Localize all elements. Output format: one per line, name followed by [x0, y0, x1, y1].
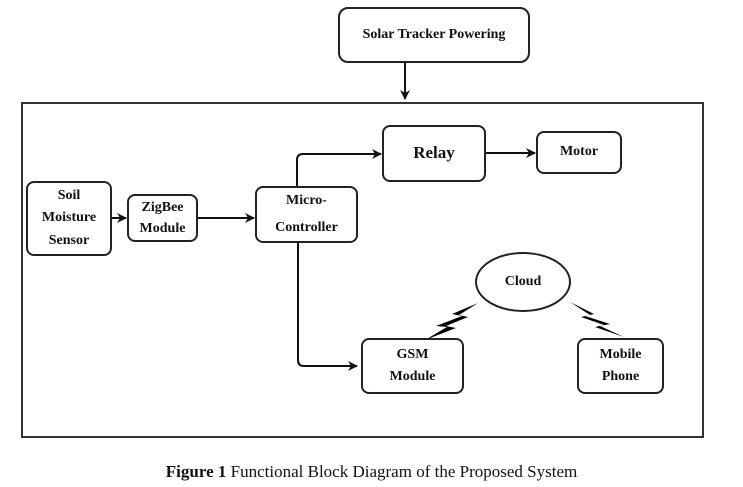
node-micro-label-2: Controller	[275, 219, 338, 235]
node-micro-controller: Micro- Controller	[255, 186, 358, 243]
node-motor: Motor	[536, 131, 622, 174]
node-soil-moisture-sensor: Soil Moisture Sensor	[26, 181, 112, 256]
figure-caption-label: Figure 1	[165, 462, 227, 481]
system-boundary	[21, 102, 704, 438]
arrow-micro-to-relay	[296, 149, 382, 186]
node-zigbee-module: ZigBee Module	[127, 194, 198, 242]
node-zigbee-label-2: Module	[139, 221, 186, 236]
node-solar-tracker: Solar Tracker Powering	[338, 7, 530, 63]
node-motor-label: Motor	[559, 144, 599, 160]
node-zigbee-label-1: ZigBee	[141, 200, 184, 215]
node-gsm-module: GSM Module	[361, 338, 464, 394]
node-mobile-label-1: Mobile	[599, 346, 642, 362]
node-gsm-label-1: GSM	[396, 346, 429, 362]
node-relay-label: Relay	[413, 143, 455, 163]
node-relay: Relay	[382, 125, 486, 182]
node-mobile-label-2: Phone	[601, 369, 640, 384]
node-gsm-label-2: Module	[389, 369, 436, 384]
arrow-micro-to-gsm	[297, 242, 358, 371]
node-soil-label-3: Sensor	[48, 232, 90, 248]
figure-caption-text: Functional Block Diagram of the Proposed…	[226, 462, 578, 481]
node-cloud-label: Cloud	[504, 274, 542, 289]
node-cloud: Cloud	[475, 252, 571, 312]
node-micro-label-1: Micro-	[286, 192, 327, 208]
wireless-cloud-mobile-icon	[570, 302, 624, 337]
node-soil-label-2: Moisture	[41, 210, 97, 226]
wireless-gsm-cloud-icon	[425, 303, 478, 340]
figure-caption: Figure 1 Functional Block Diagram of the…	[0, 462, 743, 482]
node-soil-label-1: Soil	[57, 187, 81, 203]
node-solar-label: Solar Tracker Powering	[362, 26, 506, 42]
node-mobile-phone: Mobile Phone	[577, 338, 664, 394]
